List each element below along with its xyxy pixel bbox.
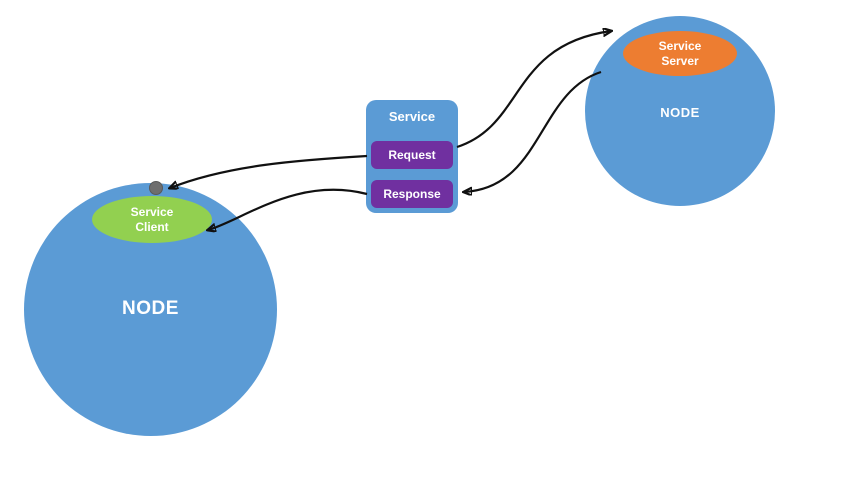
service-client-label-line1: Service: [130, 204, 174, 219]
service-server-label-line2: Server: [661, 53, 699, 68]
request-box: Request: [371, 141, 453, 169]
service-box: Service Request Response: [366, 100, 458, 213]
arrow-request-to-dot: [170, 154, 368, 188]
right-node-label: NODE: [660, 105, 700, 120]
service-server-label-line1: Service: [658, 38, 702, 53]
service-client-ellipse: Service Client: [92, 196, 212, 243]
arrow-server-to-response: [464, 70, 602, 192]
response-box: Response: [371, 180, 453, 208]
left-node-label: NODE: [122, 298, 179, 319]
connection-dot: [149, 181, 163, 195]
service-server-ellipse: Service Server: [623, 31, 737, 76]
service-box-title: Service: [388, 109, 436, 124]
service-client-label-line2: Client: [135, 219, 169, 234]
